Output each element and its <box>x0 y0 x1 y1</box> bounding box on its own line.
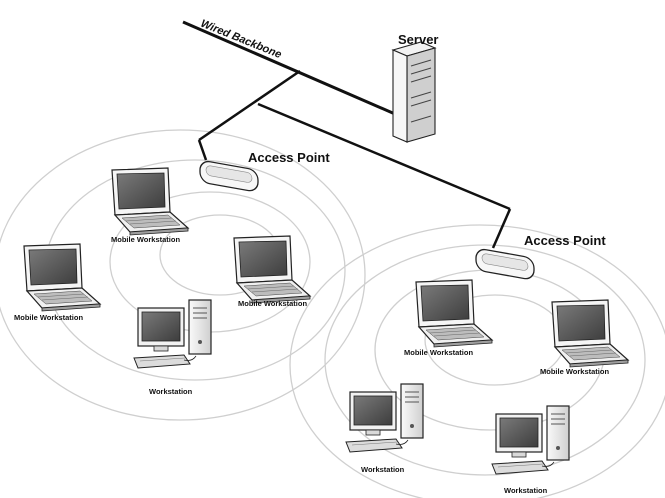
workstation-icon-2 <box>345 383 424 453</box>
laptop-icon-3 <box>23 243 101 312</box>
access-point-label-2: Access Point <box>524 233 606 248</box>
backbone-line <box>182 20 396 116</box>
backbone-label: Wired Backbone <box>199 18 283 61</box>
mobile-workstation-label-3: Mobile Workstation <box>14 313 83 322</box>
link-to-access-point-2 <box>257 102 511 211</box>
workstation-label-2: Workstation <box>361 465 405 474</box>
workstation-label-3: Workstation <box>504 486 548 495</box>
wired-backbone <box>182 20 512 249</box>
mobile-workstation-label-1: Mobile Workstation <box>111 235 180 244</box>
laptop-icon-5 <box>551 299 629 368</box>
link-to-access-point-1 <box>198 69 301 142</box>
workstation-icon-1 <box>133 299 212 369</box>
workstation-label-1: Workstation <box>149 387 193 396</box>
link-to-access-point-2-drop <box>491 208 512 249</box>
access-point-label-1: Access Point <box>248 150 330 165</box>
mobile-workstation-label-5: Mobile Workstation <box>540 367 609 376</box>
mobile-workstation-label-4: Mobile Workstation <box>404 348 473 357</box>
server-label: Server <box>398 32 438 47</box>
mobile-workstation-label-2: Mobile Workstation <box>238 299 307 308</box>
laptop-icon-1 <box>111 167 189 236</box>
laptop-icon-4 <box>415 279 493 348</box>
access-point-icon-2 <box>475 247 535 281</box>
server-icon <box>392 41 436 143</box>
workstation-icon-3 <box>491 405 570 475</box>
laptop-icon-2 <box>233 235 311 304</box>
link-to-access-point-1-drop <box>197 139 208 161</box>
